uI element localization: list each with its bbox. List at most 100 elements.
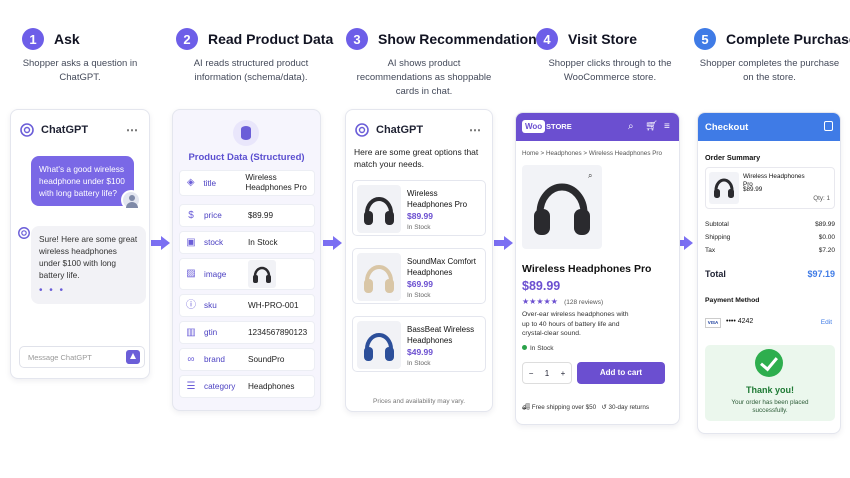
chat-header: ChatGPT ⋯: [346, 110, 492, 138]
tag-icon: ◈: [186, 177, 195, 188]
chatgpt-logo-icon: [355, 123, 369, 137]
product-price: $49.99: [407, 347, 433, 357]
barcode-icon: ▥: [186, 326, 196, 338]
product-card[interactable]: SoundMax Comfort Headphones $69.99 In St…: [352, 248, 486, 304]
product-name: SoundMax Comfort Headphones: [407, 257, 476, 277]
ai-message-text: Sure! Here are some great wireless headp…: [39, 234, 138, 280]
add-to-cart-button[interactable]: Add to cart: [577, 362, 665, 384]
search-icon[interactable]: ⌕: [628, 121, 634, 132]
checkout-title: Checkout: [705, 122, 749, 133]
item-qty: Qty: 1: [813, 195, 830, 202]
data-row-gtin: ▥ gtin 1234567890123: [179, 321, 315, 344]
dollar-icon: $: [188, 209, 194, 221]
headphone-image: [357, 253, 401, 301]
step-description: AI reads structured product information …: [193, 58, 309, 83]
data-key: gtin: [204, 328, 218, 337]
box-icon: ▣: [186, 236, 196, 248]
product-card[interactable]: BassBeat Wireless Headphones $49.99 In S…: [352, 316, 486, 372]
checkout-header: Checkout: [698, 113, 840, 141]
product-card[interactable]: Wireless Headphones Pro $89.99 In Stock: [352, 180, 486, 236]
step-number: 5: [694, 28, 716, 50]
line-value: $7.20: [818, 247, 835, 254]
chat-header: ChatGPT ⋯: [11, 110, 149, 138]
shipping-line: Shipping $0.00: [705, 234, 835, 241]
edit-payment-link[interactable]: Edit: [820, 319, 832, 326]
price-disclaimer: Prices and availability may vary.: [373, 398, 465, 405]
product-name: Wireless Headphones Pro: [407, 189, 468, 209]
step-description: Shopper completes the purchase on the st…: [699, 58, 840, 83]
message-input[interactable]: Message ChatGPT: [19, 346, 145, 368]
step-title: Visit Store: [568, 31, 637, 47]
step-title: Show Recommendations: [378, 31, 545, 47]
line-label: Shipping: [705, 234, 731, 241]
product-data-card: Product Data (Structured) ◈ title Wirele…: [172, 109, 321, 411]
headphone-image: [357, 185, 401, 233]
tax-line: Tax $7.20: [705, 247, 835, 254]
step-1-header: 1 Ask: [22, 28, 80, 50]
store-header: Woo STORE ⌕ 🛒︎ ≡: [516, 113, 679, 141]
shipping-info: 🚚︎ Free shipping over $50 ↺ 30-day retur…: [522, 403, 649, 411]
link-icon: ∞: [187, 353, 195, 365]
step-3-header: 3 Show Recommendations: [346, 28, 544, 50]
app-name: ChatGPT: [376, 124, 424, 136]
more-dots-icon[interactable]: ⋯: [469, 123, 482, 137]
step-number: 3: [346, 28, 368, 50]
flow-arrow-icon: [323, 236, 343, 250]
step-description: Shopper clicks through to the WooCommerc…: [548, 58, 672, 83]
line-value: $89.99: [815, 221, 835, 228]
data-row-brand: ∞ brand SoundPro: [179, 348, 315, 371]
flow-arrow-icon: [494, 236, 514, 250]
data-row-category: ☰ category Headphones: [179, 375, 315, 398]
more-dots-icon[interactable]: ⋯: [126, 123, 139, 137]
send-button[interactable]: [126, 350, 140, 364]
recommendations-card: ChatGPT ⋯ Here are some great options th…: [345, 109, 493, 412]
item-price: $89.99: [743, 186, 763, 193]
stock-status: In Stock: [407, 292, 431, 299]
shipping-text: Free shipping over $50: [531, 404, 597, 411]
user-message: What's a good wireless headphone under $…: [31, 156, 134, 206]
qty-increase-button[interactable]: +: [560, 368, 566, 378]
qty-decrease-button[interactable]: −: [528, 368, 534, 378]
stock-status: In Stock: [407, 224, 431, 231]
data-value: Headphones: [248, 381, 295, 391]
store-product-card: Woo STORE ⌕ 🛒︎ ≡ Home > Headphones > Wir…: [515, 112, 680, 425]
data-value: 1234567890123: [248, 327, 308, 337]
chatgpt-logo-icon: [20, 123, 34, 137]
thanks-title: Thank you!: [745, 385, 794, 395]
chatgpt-chat-card: ChatGPT ⋯ What's a good wireless headpho…: [10, 109, 150, 379]
data-key: image: [204, 269, 227, 279]
step-4-header: 4 Visit Store: [536, 28, 637, 50]
step-5-header: 5 Complete Purchase: [694, 28, 850, 50]
total-label: Total: [705, 269, 726, 279]
step-title: Read Product Data: [208, 31, 334, 47]
quantity-stepper[interactable]: − 1 +: [522, 362, 572, 384]
returns-text: 30-day returns: [608, 404, 650, 411]
data-key: stock: [204, 238, 224, 247]
step-number: 4: [536, 28, 558, 50]
checkout-card: Checkout Order Summary Wireless Headphon…: [697, 112, 841, 434]
checkmark-icon: [755, 349, 783, 377]
review-count[interactable]: (128 reviews): [564, 299, 604, 306]
subtotal-line: Subtotal $89.99: [705, 221, 835, 228]
step-title: Ask: [54, 31, 80, 47]
product-price: $89.99: [522, 279, 561, 293]
ai-message: Sure! Here are some great wireless headp…: [31, 226, 146, 304]
qty-value: 1: [544, 368, 550, 378]
step-description: Shopper asks a question in ChatGPT.: [22, 58, 138, 83]
order-summary-heading: Order Summary: [705, 153, 761, 162]
rating-stars: ★★★★★ (128 reviews): [522, 297, 603, 306]
data-row-stock: ▣ stock In Stock: [179, 231, 315, 254]
lock-icon: [824, 121, 833, 131]
woo-logo[interactable]: Woo: [522, 120, 546, 133]
thanks-message: Your order has been placed successfully.: [731, 399, 809, 414]
product-data-title: Product Data (Structured): [188, 152, 305, 163]
recommendation-intro: Here are some great options that match y…: [354, 147, 479, 169]
zoom-icon[interactable]: ⌕: [588, 171, 593, 180]
data-row-price: $ price $89.99: [179, 204, 315, 227]
user-avatar: [121, 190, 141, 210]
store-wordmark: STORE: [546, 122, 572, 131]
menu-icon[interactable]: ≡: [664, 121, 670, 132]
app-name: ChatGPT: [41, 124, 89, 136]
cart-icon[interactable]: 🛒︎: [645, 121, 658, 132]
breadcrumb[interactable]: Home > Headphones > Wireless Headphones …: [522, 150, 663, 157]
